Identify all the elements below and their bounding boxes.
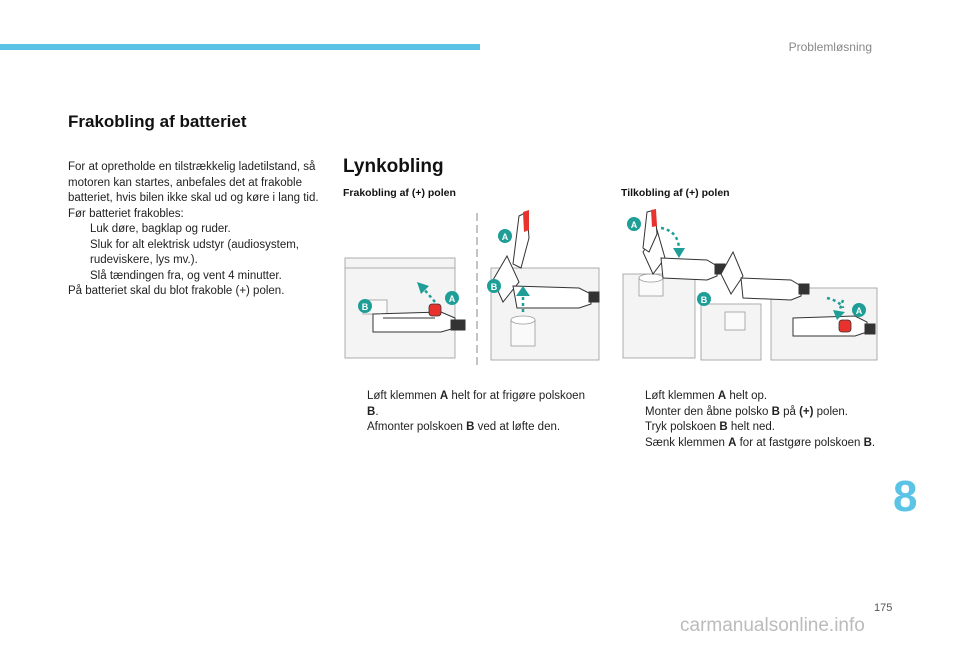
svg-text:B: B: [701, 295, 708, 305]
step-key-label: B: [771, 405, 780, 418]
step-text: på: [779, 405, 800, 418]
intro-paragraph-before: Før batteriet frakobles:: [68, 207, 184, 220]
step-key-label: A: [439, 390, 449, 402]
step-text: .: [375, 405, 379, 418]
step-text: helt for at frigøre polskoen: [448, 390, 585, 402]
step-text: Tryk polskoen: [645, 421, 720, 433]
svg-text:B: B: [362, 302, 369, 312]
callout-a: A: [852, 303, 866, 317]
callout-b: B: [358, 299, 372, 313]
list-item: Slå tændingen fra, og vent 4 minutter.: [90, 269, 282, 282]
list-item: Luk døre, bagklap og ruder.: [90, 223, 231, 235]
step-text: Monter den åbne polsko: [645, 405, 772, 418]
step-text: ved at løfte den.: [474, 421, 561, 433]
svg-text:A: A: [856, 306, 863, 316]
step-key-label: B: [863, 436, 872, 449]
step-text: Afmonter polskoen: [367, 421, 467, 433]
disconnect-steps: Løft klemmen A helt for at frigøre polsk…: [343, 389, 598, 436]
intro-paragraph-after: På batteriet skal du blot frakoble (+) p…: [68, 285, 285, 297]
step-item: Tryk polskoen B helt ned.: [621, 420, 881, 436]
section-name: Problemløsning: [788, 40, 872, 54]
list-item: Sluk for alt elektrisk udstyr (audiosyst…: [90, 238, 299, 267]
chapter-number: 8: [893, 472, 918, 521]
callout-b: B: [487, 279, 501, 293]
connect-steps: Løft klemmen A helt op.Monter den åbne p…: [621, 389, 881, 451]
callout-b: B: [697, 292, 711, 306]
watermark: carmanualsonline.info: [680, 615, 865, 636]
disconnect-subtitle: Frakobling af (+) polen: [343, 187, 456, 199]
connect-subtitle: Tilkobling af (+) polen: [621, 187, 730, 199]
page-number: 175: [874, 602, 893, 614]
svg-text:A: A: [449, 294, 456, 304]
step-key-label: B: [466, 421, 475, 433]
step-text: for at fastgøre polskoen: [736, 436, 864, 449]
step-item: Afmonter polskoen B ved at løfte den.: [343, 420, 598, 436]
step-item: Løft klemmen A helt for at frigøre polsk…: [343, 389, 598, 420]
svg-text:A: A: [631, 220, 638, 230]
connect-illustration: A B A: [622, 209, 878, 361]
step-item: Sænk klemmen A for at fastgøre polskoen …: [621, 436, 881, 452]
callout-a: A: [498, 229, 512, 243]
header-accent-bar: [0, 44, 480, 50]
disconnect-illustration: A B A B: [344, 210, 600, 368]
svg-text:A: A: [502, 232, 509, 242]
step-item: Monter den åbne polsko B på (+) polen.: [621, 405, 881, 421]
step-item: Løft klemmen A helt op.: [621, 389, 881, 405]
page-title: Frakobling af batteriet: [68, 112, 247, 131]
step-key-label: B: [719, 421, 728, 433]
quick-connect-title: Lynkobling: [343, 156, 444, 177]
step-text: helt op.: [726, 390, 768, 402]
step-key-label: A: [728, 436, 737, 449]
step-text: .: [871, 436, 876, 449]
callout-a: A: [445, 291, 459, 305]
svg-text:B: B: [491, 282, 498, 292]
step-text: helt ned.: [727, 421, 775, 433]
step-key-label: B: [367, 405, 376, 418]
step-key-label: A: [717, 390, 727, 402]
step-text: Løft klemmen: [645, 390, 718, 402]
step-text: Sænk klemmen: [645, 436, 729, 449]
step-key-label: (+): [799, 405, 814, 418]
intro-list: Luk døre, bagklap og ruder. Sluk for alt…: [68, 222, 323, 284]
step-text: Løft klemmen: [367, 390, 440, 402]
callout-a: A: [627, 217, 641, 231]
intro-text: For at opretholde en tilstrækkelig ladet…: [68, 160, 323, 300]
intro-paragraph: For at opretholde en tilstrækkelig ladet…: [68, 161, 319, 204]
step-text: polen.: [813, 405, 848, 418]
